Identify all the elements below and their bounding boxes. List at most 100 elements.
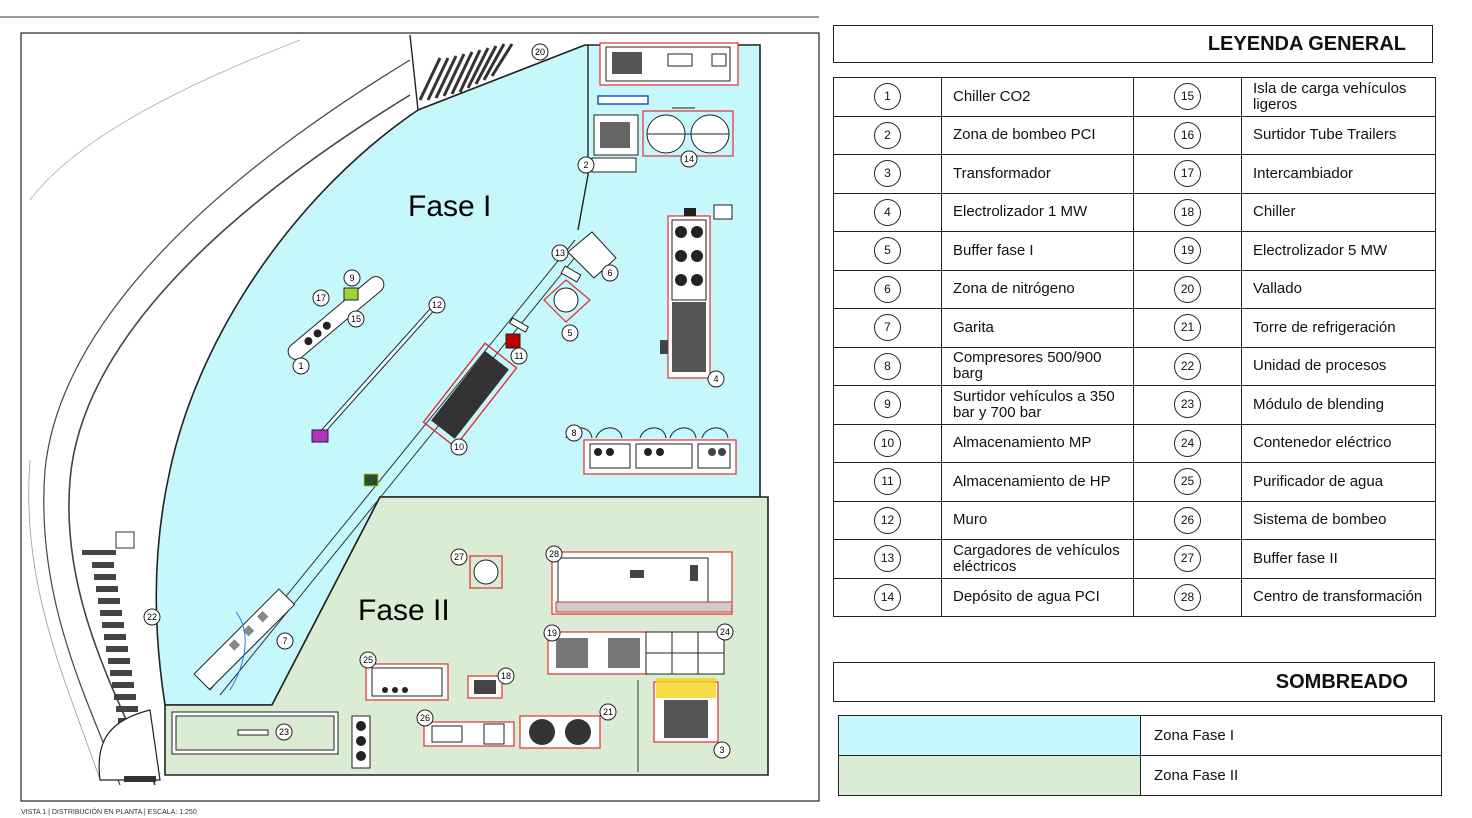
marker-1: 1 (292, 357, 310, 375)
phase2-swatch (838, 755, 1141, 796)
legend-row: 10 Almacenamiento MP 24 Contenedor eléctric… (833, 423, 1436, 463)
legend-number-cell: 2 (833, 115, 942, 155)
legend-label: Módulo de blending (1241, 385, 1436, 425)
legend-number-badge: 2 (874, 121, 901, 149)
legend-number-badge: 6 (874, 275, 901, 303)
phase2-label: Fase II (358, 594, 450, 627)
legend-number-badge: 17 (1174, 160, 1201, 188)
svg-text:6: 6 (607, 268, 612, 278)
legend-number-cell: 4 (833, 192, 942, 232)
legend-label: Muro (941, 500, 1134, 540)
marker-2: 2 (577, 156, 595, 174)
marker-19: 19 (543, 624, 561, 642)
legend-label: Depósito de agua PCI (941, 577, 1134, 617)
shading-row-phase2: Zona Fase II (838, 755, 1442, 796)
svg-text:2: 2 (583, 160, 588, 170)
svg-text:28: 28 (549, 549, 559, 559)
legend-number-badge: 16 (1174, 121, 1201, 149)
legend-label: Buffer fase I (941, 231, 1134, 271)
footer-caption: VISTA 1 | DISTRIBUCIÓN EN PLANTA | ESCAL… (21, 807, 197, 816)
marker-25: 25 (359, 651, 377, 669)
svg-text:10: 10 (454, 442, 464, 452)
marker-11: 11 (510, 347, 528, 365)
marker-8: 8 (565, 424, 583, 442)
nitrogen-zone (560, 231, 617, 283)
legend-label: Chiller (1241, 192, 1436, 232)
legend-label: Almacenamiento MP (941, 423, 1134, 463)
legend-label: Intercambiador (1241, 154, 1436, 194)
legend-number-cell: 7 (833, 308, 942, 348)
legend-number-cell: 22 (1133, 346, 1242, 386)
legend-number-badge: 8 (874, 352, 901, 380)
legend-number-badge: 11 (874, 468, 901, 496)
parking-stripes-left (82, 550, 140, 724)
legend-number-cell: 16 (1133, 115, 1242, 155)
marker-20: 20 (531, 43, 549, 61)
access-road (28, 39, 411, 786)
legend-label: Buffer fase II (1241, 539, 1436, 579)
legend-label: Centro de transformación (1241, 577, 1436, 617)
dispenser-9 (311, 429, 329, 443)
svg-text:3: 3 (719, 745, 724, 755)
marker-28: 28 (545, 545, 563, 563)
svg-text:24: 24 (720, 627, 730, 637)
svg-text:26: 26 (420, 713, 430, 723)
light-vehicle-island (287, 276, 385, 360)
legend-number-badge: 3 (874, 160, 901, 188)
legend-label: Cargadores de vehículos eléctricos (941, 539, 1134, 579)
legend-number-cell: 26 (1133, 500, 1242, 540)
electrolyzer-1mw (660, 204, 733, 379)
svg-text:5: 5 (567, 328, 572, 338)
site-layout-plan: Fase I Fase II 1 2 3 4 5 6 7 8 9 10 11 1… (0, 16, 820, 816)
svg-text:7: 7 (282, 636, 287, 646)
svg-text:14: 14 (684, 154, 694, 164)
legend-number-badge: 19 (1174, 237, 1201, 265)
marker-22: 22 (143, 608, 161, 626)
shading-table: Zona Fase I Zona Fase II (838, 715, 1442, 796)
shading-title: SOMBREADO (833, 662, 1435, 702)
legend-number-cell: 28 (1133, 577, 1242, 617)
legend-number-badge: 28 (1174, 583, 1201, 611)
legend-number-badge: 20 (1174, 275, 1201, 303)
legend-number-badge: 9 (874, 391, 901, 419)
legend-label: Almacenamiento de HP (941, 462, 1134, 502)
legend-title: LEYENDA GENERAL (833, 25, 1433, 63)
legend-number-badge: 10 (874, 429, 901, 457)
legend-number-badge: 15 (1174, 83, 1201, 111)
legend-label: Contenedor eléctrico (1241, 423, 1436, 463)
legend-number-badge: 22 (1174, 352, 1201, 380)
blending-module (171, 711, 339, 755)
legend-number-badge: 26 (1174, 506, 1201, 534)
legend-number-badge: 25 (1174, 468, 1201, 496)
marker-5: 5 (561, 324, 579, 342)
phase1-zone (155, 44, 761, 706)
electrolyzer-5mw (547, 631, 725, 675)
legend-label: Isla de carga vehículos ligeros (1241, 77, 1436, 117)
svg-text:4: 4 (713, 374, 718, 384)
transformation-center (551, 551, 733, 615)
svg-text:25: 25 (363, 655, 373, 665)
svg-text:27: 27 (454, 552, 464, 562)
legend-label: Surtidor Tube Trailers (1241, 115, 1436, 155)
legend-label: Compresores 500/900 barg (941, 346, 1134, 386)
svg-text:11: 11 (514, 351, 523, 361)
svg-text:20: 20 (535, 47, 545, 57)
marker-7: 7 (276, 632, 294, 650)
number-markers: 1 2 3 4 5 6 7 8 9 10 11 12 13 14 15 17 1… (143, 43, 734, 759)
parking-stripes-top (418, 43, 514, 101)
hp-storage (505, 333, 521, 349)
legend-number-cell: 14 (833, 577, 942, 617)
marker-27: 27 (450, 548, 468, 566)
marker-12: 12 (428, 296, 446, 314)
legend-number-badge: 4 (874, 198, 901, 226)
legend-number-badge: 24 (1174, 429, 1201, 457)
marker-14: 14 (680, 150, 698, 168)
buffer-phase2 (469, 555, 503, 589)
legend-number-badge: 12 (874, 506, 901, 534)
